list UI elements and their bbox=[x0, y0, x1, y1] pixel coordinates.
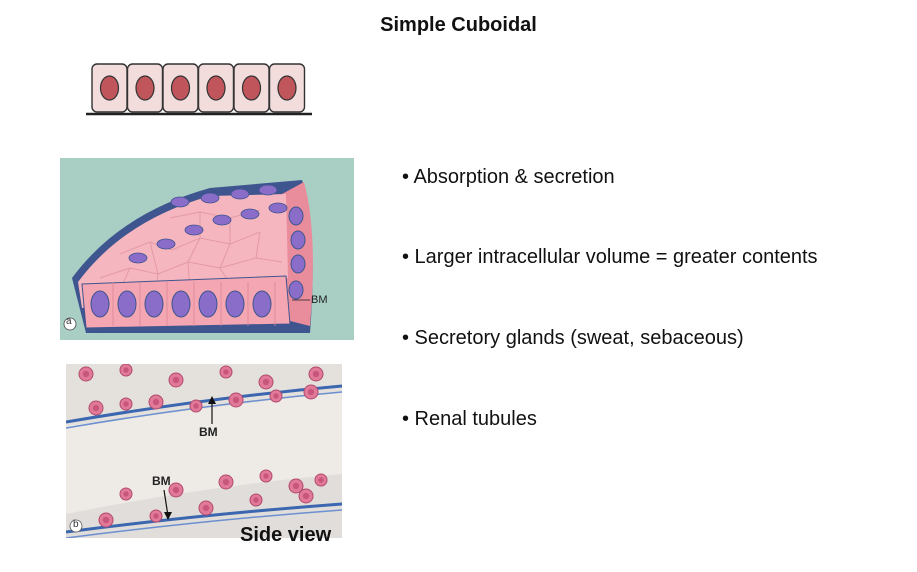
figure-b-letter: b bbox=[73, 519, 79, 530]
epithelium-3d-illustration bbox=[60, 158, 354, 340]
cuboidal-cell-row-diagram bbox=[86, 63, 312, 116]
figure-b-bm-label-top: BM bbox=[199, 425, 218, 439]
bullet-secretory-glands: • Secretory glands (sweat, sebaceous) bbox=[402, 327, 744, 349]
figure-a-letter: a bbox=[66, 316, 72, 327]
bullet-renal-tubules: • Renal tubules bbox=[402, 408, 537, 430]
side-view-label: Side view bbox=[240, 524, 332, 546]
bullet-absorption: • Absorption & secretion bbox=[402, 166, 615, 188]
figure-b-bm-label-bottom: BM bbox=[152, 474, 171, 488]
micrograph-side-view bbox=[66, 364, 342, 538]
slide-title: Simple Cuboidal bbox=[380, 14, 537, 36]
figure-a-bm-label: BM bbox=[311, 294, 328, 306]
bullet-intracellular-volume: • Larger intracellular volume = greater … bbox=[402, 246, 818, 268]
